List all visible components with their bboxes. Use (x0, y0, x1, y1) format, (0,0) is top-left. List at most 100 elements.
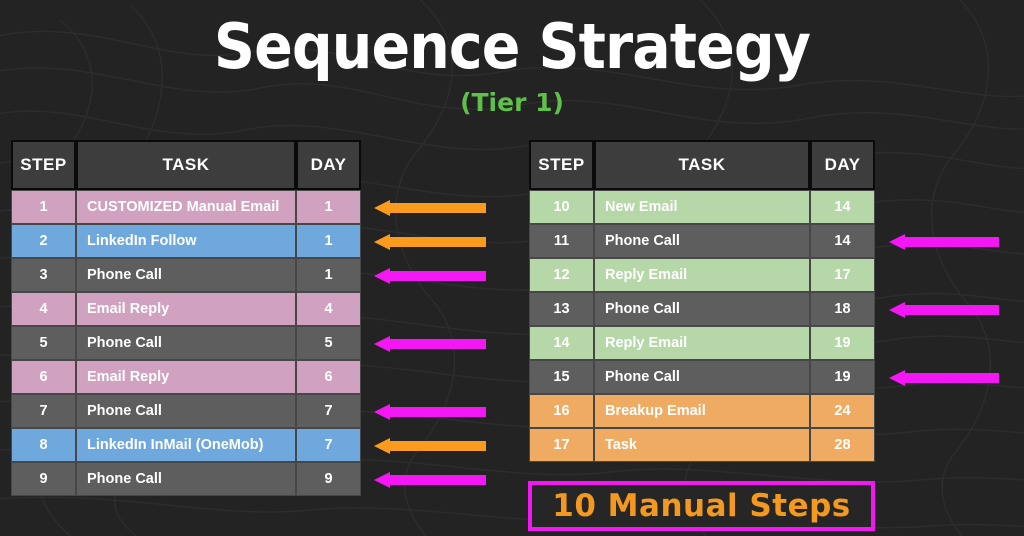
cell-day: 7 (296, 428, 361, 462)
cell-task: CUSTOMIZED Manual Email (76, 190, 296, 224)
cell-task: LinkedIn InMail (OneMob) (76, 428, 296, 462)
cell-task: LinkedIn Follow (76, 224, 296, 258)
arrow-shaft (388, 271, 486, 281)
arrow-shaft (388, 441, 486, 451)
cell-task: Phone Call (76, 326, 296, 360)
table-header-row: STEP TASK DAY (529, 140, 875, 190)
arrow-orange (374, 200, 486, 216)
cell-day: 24 (810, 394, 875, 428)
arrow-magenta (889, 234, 999, 250)
cell-step: 2 (11, 224, 76, 258)
cell-step: 16 (529, 394, 594, 428)
cell-day: 4 (296, 292, 361, 326)
arrow-head-icon (374, 438, 390, 454)
arrow-magenta (374, 404, 486, 420)
arrow-orange (374, 438, 486, 454)
cell-step: 17 (529, 428, 594, 462)
arrow-head-icon (374, 404, 390, 420)
column-header-task: TASK (76, 140, 296, 190)
cell-step: 3 (11, 258, 76, 292)
cell-step: 8 (11, 428, 76, 462)
arrow-magenta (889, 370, 999, 386)
arrow-magenta (374, 268, 486, 284)
cell-day: 1 (296, 224, 361, 258)
page-subtitle: (Tier 1) (460, 88, 564, 117)
cell-day: 19 (810, 326, 875, 360)
cell-day: 18 (810, 292, 875, 326)
arrow-head-icon (889, 234, 905, 250)
column-header-step: STEP (11, 140, 76, 190)
arrow-shaft (903, 237, 999, 247)
arrow-shaft (388, 475, 486, 485)
cell-step: 14 (529, 326, 594, 360)
cell-task: Phone Call (76, 462, 296, 496)
cell-day: 1 (296, 190, 361, 224)
manual-steps-label: 10 Manual Steps (552, 488, 851, 524)
cell-step: 4 (11, 292, 76, 326)
column-header-day: DAY (296, 140, 361, 190)
cell-step: 6 (11, 360, 76, 394)
cell-task: Phone Call (76, 258, 296, 292)
arrow-head-icon (374, 268, 390, 284)
cell-step: 5 (11, 326, 76, 360)
cell-task: Phone Call (594, 292, 810, 326)
arrow-shaft (903, 373, 999, 383)
arrow-shaft (388, 407, 486, 417)
arrow-orange (374, 234, 486, 250)
cell-step: 7 (11, 394, 76, 428)
arrow-head-icon (374, 472, 390, 488)
cell-step: 10 (529, 190, 594, 224)
cell-step: 15 (529, 360, 594, 394)
cell-day: 28 (810, 428, 875, 462)
arrow-head-icon (889, 302, 905, 318)
cell-task: Reply Email (594, 258, 810, 292)
cell-task: Email Reply (76, 292, 296, 326)
cell-step: 1 (11, 190, 76, 224)
column-header-task: TASK (594, 140, 810, 190)
cell-day: 14 (810, 224, 875, 258)
cell-step: 13 (529, 292, 594, 326)
cell-task: Reply Email (594, 326, 810, 360)
cell-day: 5 (296, 326, 361, 360)
cell-task: Email Reply (76, 360, 296, 394)
arrow-head-icon (374, 234, 390, 250)
arrow-head-icon (374, 336, 390, 352)
cell-task: Phone Call (594, 224, 810, 258)
arrow-magenta (889, 302, 999, 318)
arrow-shaft (903, 305, 999, 315)
cell-day: 14 (810, 190, 875, 224)
arrow-shaft (388, 339, 486, 349)
cell-day: 7 (296, 394, 361, 428)
cell-day: 17 (810, 258, 875, 292)
cell-step: 11 (529, 224, 594, 258)
cell-task: New Email (594, 190, 810, 224)
cell-step: 12 (529, 258, 594, 292)
page-title: Sequence Strategy (213, 10, 811, 83)
arrow-magenta (374, 336, 486, 352)
arrow-shaft (388, 237, 486, 247)
manual-steps-banner: 10 Manual Steps (528, 481, 875, 531)
cell-day: 9 (296, 462, 361, 496)
cell-day: 6 (296, 360, 361, 394)
cell-task: Phone Call (594, 360, 810, 394)
column-header-day: DAY (810, 140, 875, 190)
